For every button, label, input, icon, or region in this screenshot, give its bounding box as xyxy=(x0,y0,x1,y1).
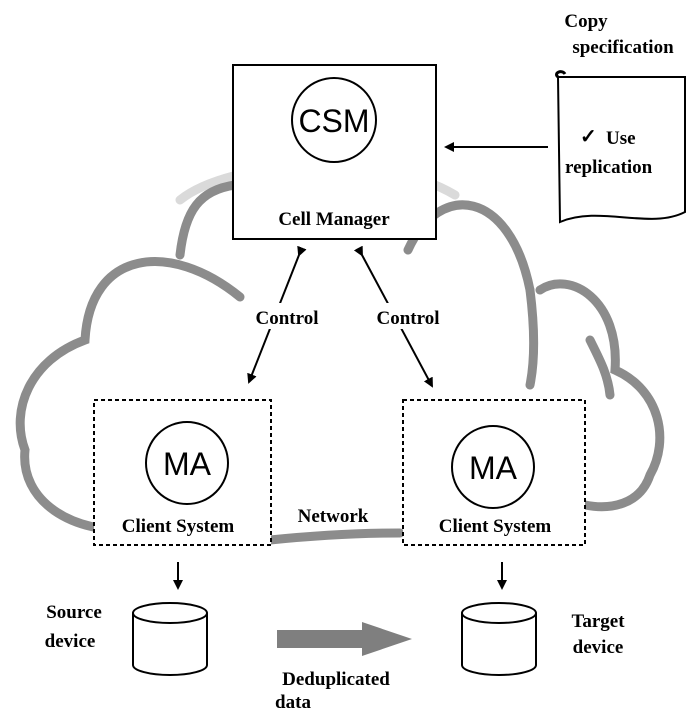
cell-manager-box xyxy=(232,64,437,240)
deduplicated-transfer-arrow xyxy=(277,622,412,656)
network-label: Network xyxy=(298,506,369,527)
check-icon: ✓ xyxy=(580,126,597,148)
csm-label: CSM xyxy=(298,103,369,139)
cell-manager-label: Cell Manager xyxy=(278,209,390,230)
client-label-right: Client System xyxy=(439,516,552,537)
control-label-right: Control xyxy=(377,308,440,329)
transfer-line1: Deduplicated xyxy=(282,669,390,690)
copy-specification: Copy specification ✓ Use replication xyxy=(555,11,686,224)
ma-label-right: MA xyxy=(469,450,518,486)
csm-circle xyxy=(291,77,377,163)
source-device-line1: Source xyxy=(46,602,102,623)
client-box-left xyxy=(93,399,272,546)
target-device-line1: Target xyxy=(571,611,625,632)
target-device-line2: device xyxy=(573,637,624,658)
client-system-left: MA Client System xyxy=(93,399,272,546)
source-device-icon xyxy=(132,602,208,676)
spec-scroll xyxy=(556,76,686,224)
transfer-line2: data xyxy=(275,692,311,713)
ma-circle-right xyxy=(451,425,535,509)
ma-label-left: MA xyxy=(163,446,212,482)
spec-item-line2: replication xyxy=(565,157,653,178)
ma-circle-left xyxy=(145,421,229,505)
source-device-line2: device xyxy=(45,631,96,652)
client-box-right xyxy=(402,399,586,546)
spec-title-line1: Copy xyxy=(564,11,608,32)
cell-manager: CSM Cell Manager xyxy=(232,64,437,240)
client-label-left: Client System xyxy=(122,516,235,537)
spec-item-line1: Use xyxy=(606,128,636,149)
spec-title-line2: specification xyxy=(572,37,674,58)
control-label-left: Control xyxy=(256,308,319,329)
target-device-icon xyxy=(461,602,537,676)
client-system-right: MA Client System xyxy=(402,399,586,546)
